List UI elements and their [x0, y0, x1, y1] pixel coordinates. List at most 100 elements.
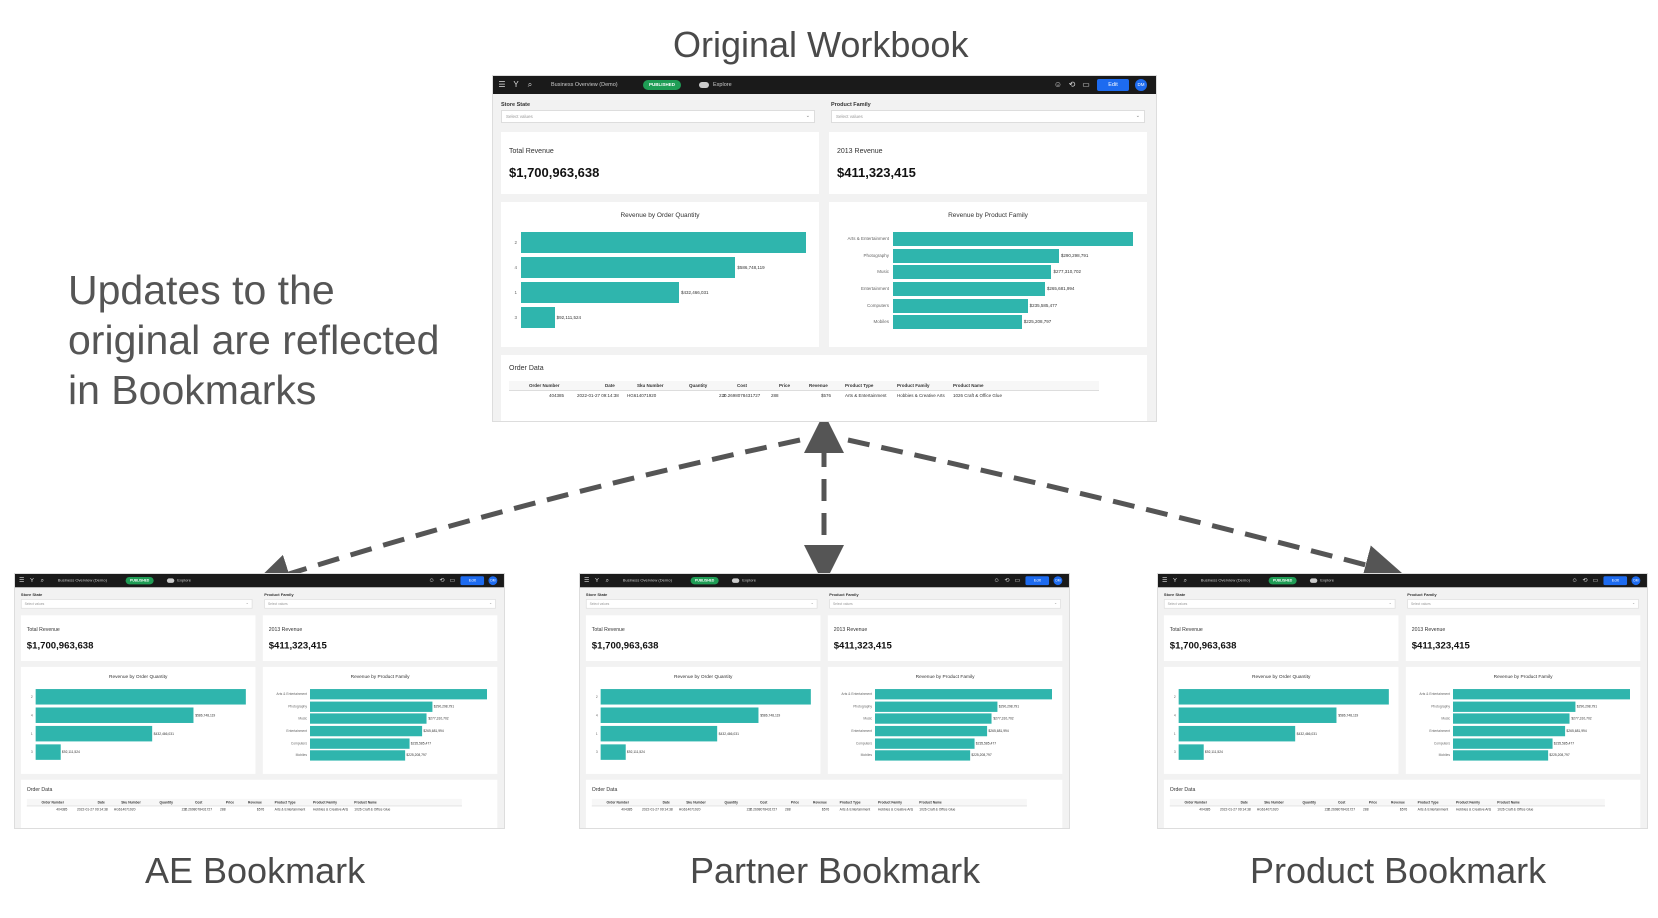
- status-badge[interactable]: PUBLISHED: [1268, 576, 1297, 585]
- users-icon[interactable]: ☺: [1571, 576, 1578, 584]
- refresh-icon[interactable]: ⟲: [1582, 576, 1588, 584]
- column-header[interactable]: Product Name: [354, 800, 377, 805]
- column-header[interactable]: Order Number: [1184, 800, 1208, 805]
- edit-button[interactable]: Edit: [1603, 576, 1628, 586]
- product-family-select[interactable]: Select values ⌄: [1407, 599, 1639, 609]
- revenue-by-product-family-chart[interactable]: Revenue by Product Family Arts & Enterta…: [262, 666, 498, 774]
- workbook-name[interactable]: Business Overview (Demo): [57, 578, 107, 583]
- column-header[interactable]: Product Type: [1417, 800, 1439, 805]
- bar[interactable]: [600, 744, 626, 761]
- bar[interactable]: [1178, 744, 1204, 761]
- bar[interactable]: [310, 689, 487, 700]
- bar[interactable]: [1453, 738, 1553, 749]
- edit-button[interactable]: Edit: [1025, 576, 1050, 586]
- bar[interactable]: [1453, 750, 1548, 761]
- column-header[interactable]: Cost: [737, 383, 747, 388]
- bar[interactable]: [1453, 701, 1576, 712]
- edit-button[interactable]: Edit: [1097, 79, 1129, 91]
- column-header[interactable]: Product Family: [1455, 800, 1480, 805]
- edit-button[interactable]: Edit: [460, 576, 485, 586]
- column-header[interactable]: Price: [1368, 800, 1378, 805]
- column-header[interactable]: Date: [97, 800, 105, 805]
- bar[interactable]: [310, 725, 422, 737]
- column-header[interactable]: Product Family: [877, 800, 902, 805]
- column-header[interactable]: Quantity: [1302, 800, 1317, 805]
- explore-toggle[interactable]: [699, 82, 709, 88]
- bar[interactable]: [600, 725, 718, 742]
- search-icon[interactable]: ⌕: [527, 80, 533, 89]
- column-header[interactable]: Product Name: [919, 800, 942, 805]
- bar[interactable]: [521, 282, 680, 304]
- column-header[interactable]: Product Type: [839, 800, 861, 805]
- store-state-select[interactable]: Select values ⌄: [20, 599, 253, 609]
- workbook-name[interactable]: Business Overview (Demo): [622, 578, 672, 583]
- refresh-icon[interactable]: ⟲: [1004, 576, 1010, 584]
- bar[interactable]: [893, 282, 1045, 297]
- total-revenue-card[interactable]: Total Revenue $1,700,963,638: [585, 615, 821, 662]
- bar[interactable]: [893, 315, 1022, 330]
- search-icon[interactable]: ⌕: [1183, 576, 1187, 584]
- menu-icon[interactable]: ☰: [583, 576, 590, 584]
- revenue-2013-card[interactable]: 2013 Revenue $411,323,415: [1405, 615, 1641, 662]
- bar[interactable]: [600, 689, 811, 705]
- comment-icon[interactable]: ▭: [1014, 576, 1021, 584]
- bar[interactable]: [893, 265, 1052, 280]
- column-header[interactable]: Product Name: [953, 383, 984, 388]
- bar[interactable]: [310, 738, 410, 749]
- bar[interactable]: [521, 232, 806, 254]
- bar[interactable]: [521, 307, 555, 329]
- revenue-2013-card[interactable]: 2013 Revenue $411,323,415: [827, 615, 1063, 662]
- column-header[interactable]: Cost: [759, 800, 768, 805]
- status-badge[interactable]: PUBLISHED: [125, 576, 154, 585]
- menu-icon[interactable]: ☰: [18, 576, 25, 584]
- total-revenue-card[interactable]: Total Revenue $1,700,963,638: [1163, 615, 1399, 662]
- column-header[interactable]: Cost: [194, 800, 203, 805]
- bar[interactable]: [875, 713, 992, 725]
- column-header[interactable]: Price: [225, 800, 235, 805]
- bar[interactable]: [875, 750, 970, 761]
- explore-toggle[interactable]: [1309, 578, 1318, 583]
- users-icon[interactable]: ☺: [428, 576, 435, 584]
- column-header[interactable]: Product Family: [897, 383, 930, 388]
- comment-icon[interactable]: ▭: [1082, 80, 1090, 89]
- avatar[interactable]: DM: [1631, 576, 1641, 586]
- column-header[interactable]: Product Name: [1497, 800, 1520, 805]
- workbook-name[interactable]: Business Overview (Demo): [551, 82, 618, 88]
- bar[interactable]: [600, 707, 759, 724]
- store-state-select[interactable]: Select values ⌄: [1163, 599, 1396, 609]
- menu-icon[interactable]: ☰: [1161, 576, 1168, 584]
- column-header[interactable]: Quantity: [159, 800, 174, 805]
- bar[interactable]: [875, 701, 998, 712]
- revenue-2013-card[interactable]: 2013 Revenue $411,323,415: [829, 132, 1147, 194]
- column-header[interactable]: Product Family: [312, 800, 337, 805]
- avatar[interactable]: DM: [1053, 576, 1063, 586]
- column-header[interactable]: Product Type: [274, 800, 296, 805]
- bar[interactable]: [893, 298, 1028, 313]
- column-header[interactable]: Revenue: [813, 800, 827, 805]
- status-badge[interactable]: PUBLISHED: [643, 80, 682, 90]
- column-header[interactable]: Date: [662, 800, 670, 805]
- column-header[interactable]: Sku Number: [686, 800, 706, 805]
- product-family-select[interactable]: Select values ⌄: [831, 110, 1145, 123]
- bar[interactable]: [35, 707, 194, 724]
- store-state-select[interactable]: Select values ⌄: [585, 599, 818, 609]
- product-family-select[interactable]: Select values ⌄: [264, 599, 496, 609]
- column-header[interactable]: Revenue: [809, 383, 828, 388]
- total-revenue-card[interactable]: Total Revenue $1,700,963,638: [20, 615, 256, 662]
- search-icon[interactable]: ⌕: [40, 576, 44, 584]
- column-header[interactable]: Cost: [1337, 800, 1346, 805]
- product-family-select[interactable]: Select values ⌄: [829, 599, 1061, 609]
- explore-toggle[interactable]: [731, 578, 740, 583]
- bar[interactable]: [310, 701, 433, 712]
- bar[interactable]: [893, 232, 1133, 247]
- column-header[interactable]: Revenue: [1391, 800, 1405, 805]
- column-header[interactable]: Product Type: [845, 383, 874, 388]
- bar[interactable]: [1178, 707, 1337, 724]
